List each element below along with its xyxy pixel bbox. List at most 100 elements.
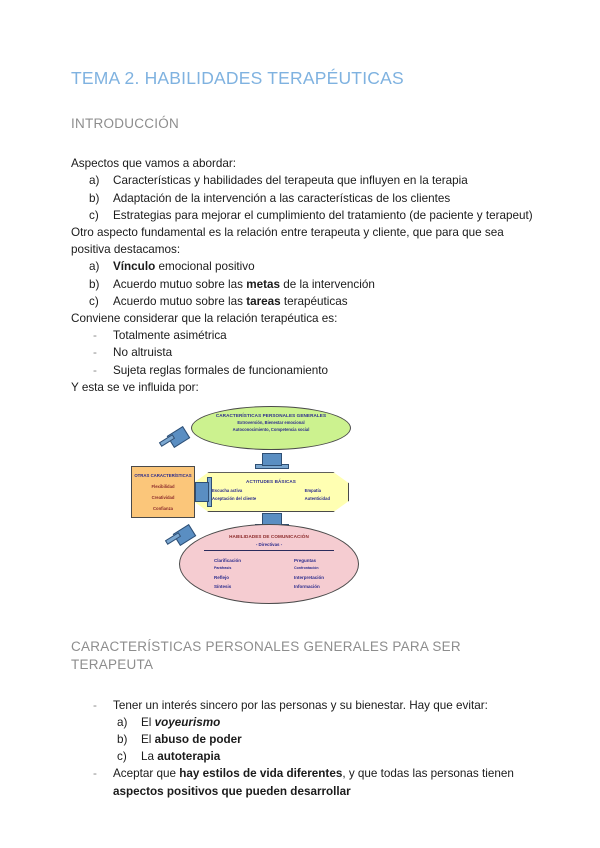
diagram-node-title: HABILIDADES DE COMUNICACIÓN [229,534,309,540]
diagram-node-title: OTRAS CARACTERÍSTICAS [134,473,192,479]
diagram-node-actitudes-basicas: ACTITUDES BÁSICAS Escucha activa Aceptac… [193,472,349,513]
diagram-item: Preguntas [293,558,316,564]
list-item-text: Estrategias para mejorar el cumplimiento… [113,208,533,222]
list-item: a) Características y habilidades del tera… [71,172,540,189]
list-item-text-pre: Aceptar que [113,767,180,781]
list-item-text: Sujeta reglas formales de funcionamiento [113,363,329,377]
consider-lead-text: Conviene considerar que la relación tera… [71,312,338,326]
list-item-text: Características y habilidades del terape… [113,174,468,188]
diagram-item: Aceptación del cliente [212,496,257,502]
list-item-text-pre: La [141,750,158,764]
list-item: b) Acuerdo mutuo sobre las metas de la in… [71,276,540,293]
list-marker: c) [117,750,127,764]
page-title: TEMA 2. HABILIDADES TERAPÉUTICAS [71,68,404,88]
diagram-item: Confrontación [293,566,319,571]
list-item-text: Adaptación de la intervención a las cara… [113,191,451,205]
list-marker: b) [89,191,100,205]
list-item-text-mid: , y que todas las personas tienen [342,767,514,781]
list-item-text-pre: Acuerdo mutuo sobre las [113,294,247,308]
diagram-column-right: Empatía Autenticidad [305,487,330,503]
list-item: - Aceptar que hay estilos de vida diferen… [71,765,540,799]
list-item-text: Tener un interés sincero por las persona… [113,698,488,712]
list-item-text-post: de la intervención [279,277,375,291]
therapist-skills-diagram: CARACTERÍSTICAS PERSONALES GENERALES Ext… [131,406,359,605]
list-item: c) La autoterapia [71,748,540,765]
diagram-item: Escucha activa [212,488,243,494]
list-item: b) El abuso de poder [71,731,540,748]
diagram-column-left: Clarificación Paráfrasis Reflejo Síntesi… [214,556,241,591]
list-item-text-pre: El [141,715,155,729]
list-marker: - [93,363,97,377]
list-marker: c) [89,294,99,308]
diagram-item: Información [293,583,320,589]
list-marker: - [93,698,97,712]
relation-list: a) Vínculo emocional positivo b) Acuerdo m… [71,258,540,310]
list-item: - No altruista [71,344,540,361]
diagram-item: Síntesis [214,583,232,589]
diagram-node-line2: Extroversión, Bienestar emocional [237,419,305,425]
relation-lead-text: Otro aspecto fundamental es la relación … [71,226,504,257]
list-item: c)Acuerdo mutuo sobre las tareas terapéu… [71,293,540,310]
list-marker: - [93,346,97,360]
diagram-node-habilidades-comunicacion: HABILIDADES DE COMUNICACIÓN - Directivas… [179,524,359,605]
list-item-emphasis: voyeurismo [154,715,221,729]
list-item-emphasis: Vínculo [113,260,156,274]
list-item-text-post: emocional positivo [155,260,255,274]
list-marker: b) [117,732,128,746]
list-marker: a) [89,174,100,188]
diagram-node-caracteristicas-personales: CARACTERÍSTICAS PERSONALES GENERALES Ext… [191,406,351,451]
list-item-emphasis: abuso de poder [154,732,242,746]
diagram-divider [204,550,334,552]
list-item-text-pre: El [141,732,155,746]
list-item-text: No altruista [113,346,173,360]
avoid-list: a) El voyeurismo b) El abuso de poder c) La… [71,714,540,766]
list-marker: - [93,329,97,343]
diagram-item: Empatía [304,488,321,494]
list-marker: b) [89,277,100,291]
accept-list: - Aceptar que hay estilos de vida diferen… [71,765,540,799]
connector-arrow-icon [262,453,282,467]
section2-list: - Tener un interés sincero por las person… [71,697,540,714]
diagram-item: Paráfrasis [214,566,232,571]
list-item-emphasis: autoterapia [157,750,221,764]
list-marker: a) [117,715,128,729]
list-item-text-pre: Acuerdo mutuo sobre las [113,277,247,291]
section-heading-introduccion: INTRODUCCIÓN [71,116,179,131]
diagram-item: Clarificación [214,558,242,564]
diagram-item: Confianza [152,505,173,511]
consider-list: - Totalmente asimétrica - No altruista - Su… [71,327,540,379]
list-item: a) El voyeurismo [71,714,540,731]
section-heading-caracteristicas-personales: CARACTERÍSTICAS PERSONALES GENERALES PAR… [71,639,461,673]
list-item: - Totalmente asimétrica [71,327,540,344]
diagram-node-subtitle: - Directivas - [255,542,283,548]
list-item-emphasis: hay estilos de vida diferentes [179,767,343,781]
list-item-text: Totalmente asimétrica [113,329,227,343]
diagram-item: Autenticidad [304,496,330,502]
list-marker: - [93,767,97,781]
intro-list: a) Características y habilidades del tera… [71,172,540,224]
diagram-item: Flexibilidad [151,483,175,489]
list-marker: c) [89,208,99,222]
list-item: b) Adaptación de la intervención a las ca… [71,190,540,207]
list-item: c) Estrategias para mejorar el cumplimien… [71,207,540,224]
list-item: - Tener un interés sincero por las person… [71,697,540,714]
connector-arrow-icon [195,482,209,503]
diagram-node-title: ACTITUDES BÁSICAS [246,479,296,485]
diagram-node-columns: Clarificación Paráfrasis Reflejo Síntesi… [180,551,358,591]
diagram-column-right: Preguntas Confrontación Interpretación I… [294,556,324,591]
list-marker: a) [89,260,100,274]
diagram-node-line3: Autoconocimiento, Competencia social [232,426,310,432]
diagram-item: Interpretación [293,574,324,580]
list-item-emphasis: metas [246,277,280,291]
diagram-node-otras-caracteristicas: OTRAS CARACTERÍSTICAS Flexibilidad Creat… [131,466,195,519]
list-item: a) Vínculo emocional positivo [71,258,540,275]
diagram-item: Reflejo [214,574,230,580]
diagram-node-title: CARACTERÍSTICAS PERSONALES GENERALES [215,413,327,419]
influence-lead-text: Y esta se ve influida por: [71,380,199,394]
list-item: - Sujeta reglas formales de funcionamient… [71,362,540,379]
diagram-item: Creatividad [151,494,175,500]
list-item-emphasis: tareas [246,294,281,308]
list-item-emphasis: aspectos positivos que pueden desarrolla… [113,784,351,798]
diagram-column-left: Escucha activa Aceptación del cliente [212,487,256,503]
